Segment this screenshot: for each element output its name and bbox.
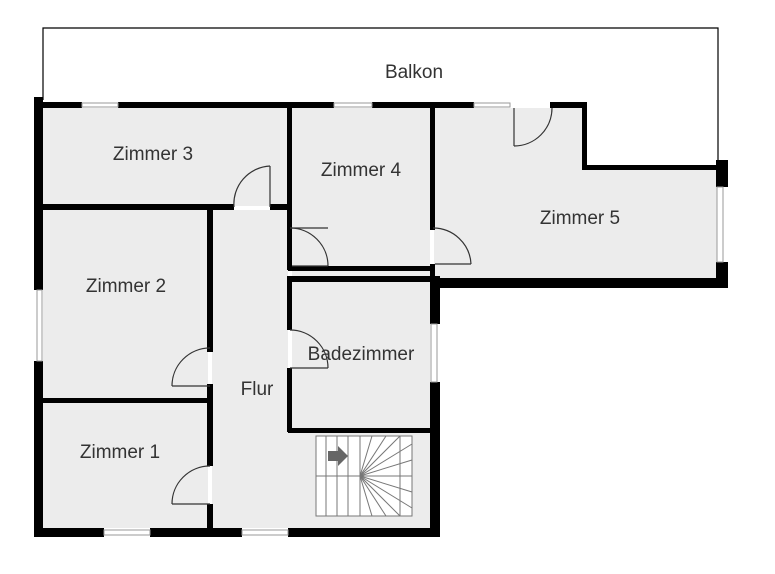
wall-z2-bottom [34,398,212,403]
window-zimmer-5-right [716,186,724,263]
door-zimmer-1 [171,465,211,505]
wall-z3-z4 [287,102,292,270]
staircase [315,435,413,517]
label-zimmer-2: Zimmer 2 [86,276,166,297]
door-zimmer-5 [432,227,472,265]
door-zimmer-4 [289,227,329,267]
label-zimmer-5: Zimmer 5 [540,208,620,229]
stair-winders [359,435,413,517]
wall-bath-right-upper [430,276,440,324]
wall-bottom-1 [34,528,104,537]
doors [171,107,553,505]
stair-treads-left [316,436,361,516]
door-zimmer-2 [171,347,211,387]
wall-top-2 [118,102,334,108]
wall-bath-left-upper [287,276,292,330]
windows [36,102,724,536]
wall-z2-right-upper [207,204,213,352]
door-badezimmer [289,329,329,369]
wall-zimmer5-bottom [430,278,728,288]
wall-z4-bottom [288,266,434,271]
balcony-railing [42,27,719,166]
wall-top-4 [550,102,586,108]
wall-bath-bottom [288,428,436,433]
wall-zimmer5-step-vertical [582,102,587,170]
wall-bath-right-lower [430,382,440,537]
balcony-floor [43,28,718,106]
floor-zimmer-1 [43,403,208,528]
balcony [42,27,719,166]
wall-left-upper [34,97,43,290]
label-flur: Flur [241,379,274,400]
wall-z1-right-lower [207,504,213,528]
window-badezimmer [430,323,438,383]
wall-zimmer5-step-horizontal [582,165,719,170]
label-balkon: Balkon [385,62,443,83]
floor-zimmer-4 [292,108,430,276]
wall-z4-z5-lower [430,264,435,284]
window-flur [241,529,289,536]
wall-bottom-3 [288,528,440,537]
label-badezimmer: Badezimmer [308,344,415,365]
room-labels: Balkon Zimmer 3 Zimmer 4 Zimmer 5 Zimmer… [80,62,620,463]
arrow-right-icon [328,446,348,466]
floor-badezimmer [292,282,430,428]
floor-zimmer-5 [434,108,718,278]
wall-z4-z5-upper [430,102,435,230]
door-zimmer-3 [233,165,271,208]
wall-left-lower [34,361,43,537]
wall-right-upper [716,160,728,187]
label-zimmer-4: Zimmer 4 [321,160,402,181]
window-zimmer-4 [333,102,373,108]
window-zimmer-5 [473,102,511,108]
wall-bath-top [288,276,440,282]
wall-top-1 [34,102,82,108]
window-zimmer-3 [81,102,119,108]
walls [34,97,728,537]
wall-z3-bottom-right [270,204,292,210]
label-zimmer-1: Zimmer 1 [80,442,160,463]
wall-bath-left-lower [287,368,292,432]
wall-bottom-2 [150,528,242,537]
wall-top-3 [372,102,474,108]
window-zimmer-2 [36,289,43,362]
door-balkon-zimmer-5 [513,107,553,147]
wall-z1-right-upper [207,398,213,466]
floor-zimmer-3 [43,108,288,206]
label-zimmer-3: Zimmer 3 [113,144,193,165]
wall-z2-right-lower [207,384,213,404]
wall-z3-bottom [34,204,234,210]
floor-zimmer-2 [43,210,208,398]
window-zimmer-1 [103,529,151,536]
